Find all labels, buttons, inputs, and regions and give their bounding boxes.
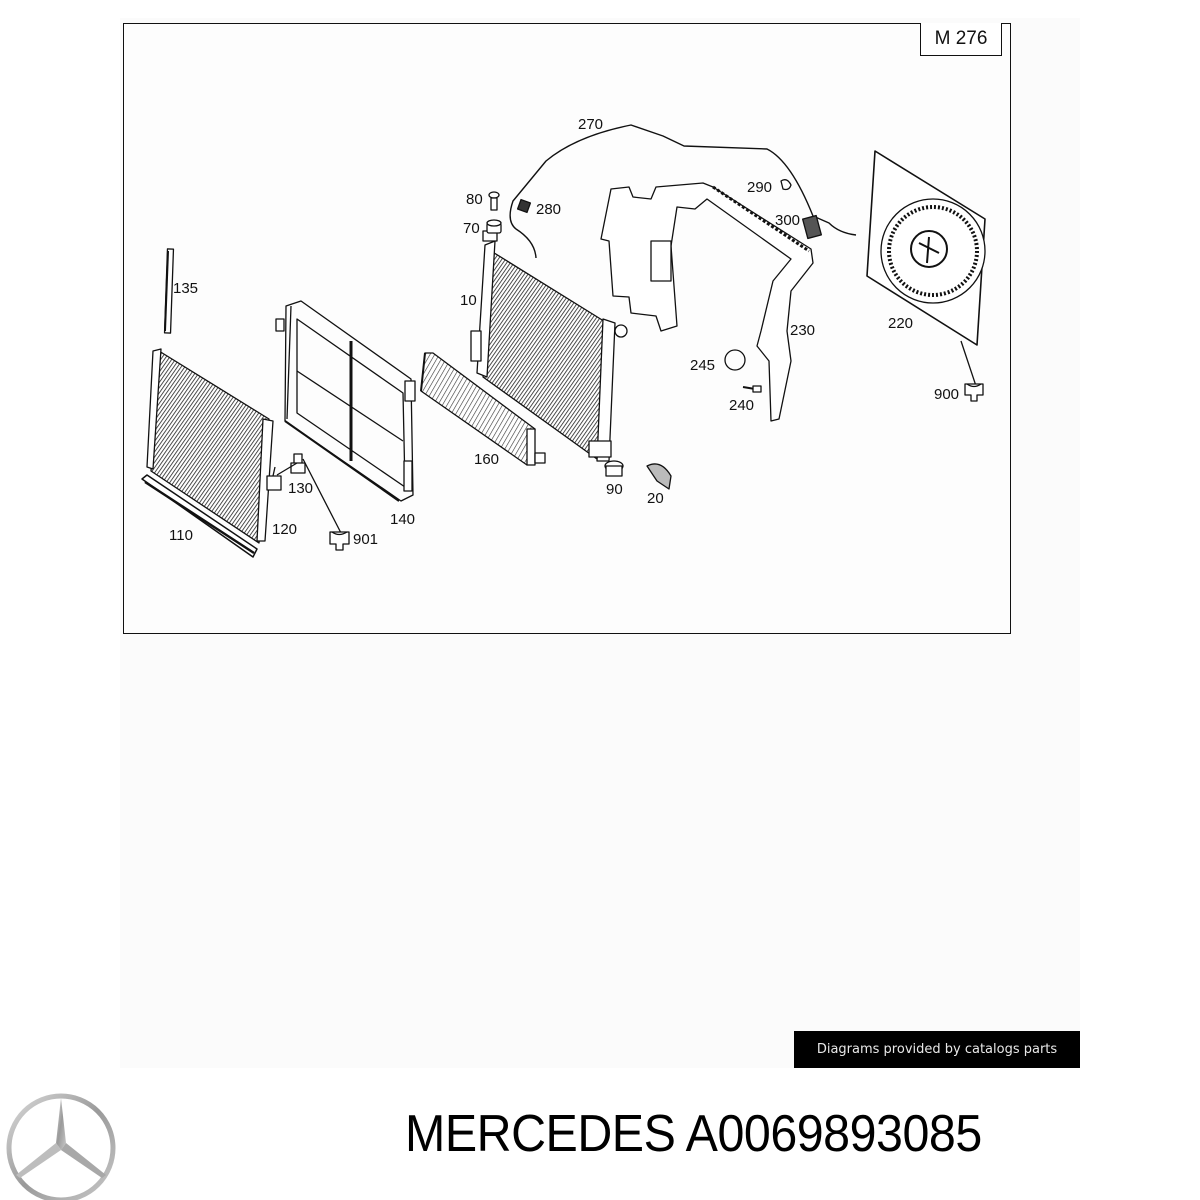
part-10-radiator xyxy=(470,230,628,462)
callout-70: 70 xyxy=(463,220,480,237)
part-135-rod xyxy=(163,248,175,334)
callout-110: 110 xyxy=(169,527,193,544)
mercedes-star-icon xyxy=(6,1093,116,1200)
model-label: M 276 xyxy=(920,23,1002,56)
callout-245: 245 xyxy=(690,357,716,374)
part-230-air-guide xyxy=(600,182,814,422)
part-245-ring xyxy=(724,349,746,371)
callout-120: 120 xyxy=(272,521,298,538)
callout-900: 900 xyxy=(934,386,960,403)
callout-80: 80 xyxy=(466,191,483,208)
part-901-connector xyxy=(329,531,350,551)
callout-220: 220 xyxy=(888,315,914,332)
parts-diagram: M 276 xyxy=(123,23,1011,634)
callout-240: 240 xyxy=(729,397,755,414)
part-90-cap xyxy=(604,460,624,477)
part-70-cap xyxy=(486,219,502,234)
part-270-cable xyxy=(509,124,857,259)
callout-20: 20 xyxy=(647,490,664,507)
part-290-clip xyxy=(780,179,792,191)
part-110-seal-strip xyxy=(141,474,258,558)
callout-270: 270 xyxy=(578,116,604,133)
part-20-hose xyxy=(646,463,672,490)
part-220-fan xyxy=(866,150,986,387)
part-number-title: MERCEDES A0069893085 xyxy=(405,1105,982,1163)
part-80-fastener xyxy=(488,191,500,211)
part-300-connector xyxy=(802,214,822,240)
callout-280: 280 xyxy=(536,201,562,218)
exploded-view-drawing xyxy=(141,124,986,558)
callout-10: 10 xyxy=(460,292,477,309)
callout-160: 160 xyxy=(474,451,500,468)
part-130-sensor xyxy=(276,453,342,534)
callout-140: 140 xyxy=(390,511,416,528)
credit-banner: Diagrams provided by catalogs parts xyxy=(794,1031,1080,1068)
callout-901: 901 xyxy=(353,531,379,548)
callout-135: 135 xyxy=(173,280,199,297)
part-120-condenser xyxy=(146,348,282,544)
part-240-bolt xyxy=(742,385,762,393)
callout-290: 290 xyxy=(747,179,773,196)
callout-300: 300 xyxy=(775,212,801,229)
callout-130: 130 xyxy=(288,480,314,497)
part-140-frame xyxy=(275,300,416,502)
callout-230: 230 xyxy=(790,322,816,339)
callout-90: 90 xyxy=(606,481,623,498)
part-280-clip xyxy=(516,198,532,214)
part-160-cooler xyxy=(420,352,546,466)
part-900-connector xyxy=(964,383,984,402)
